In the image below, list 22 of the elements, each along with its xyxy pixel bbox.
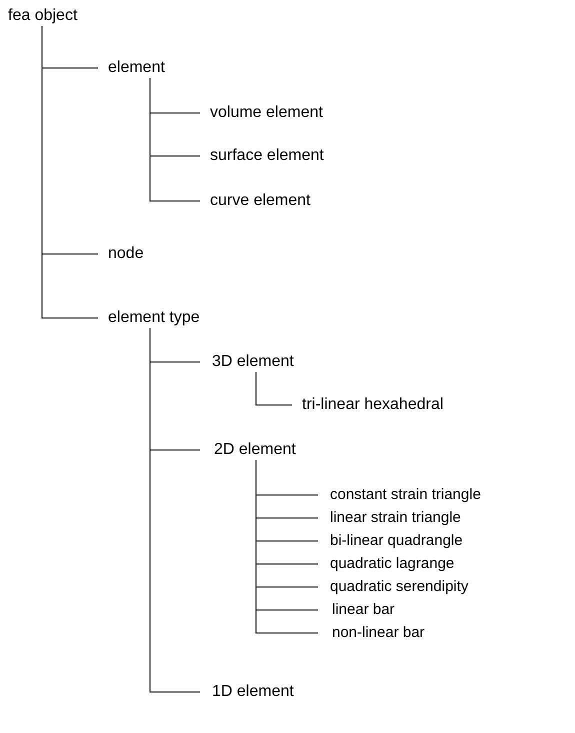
node-label: 3D element [212,352,294,372]
tree-connector [150,328,200,692]
node-label: 1D element [212,682,294,702]
tree-connector [150,78,200,202]
node-label: node [108,244,144,264]
node-label: quadratic serendipity [330,577,468,597]
tree-connector [256,372,292,406]
node-label: bi-linear quadrangle [330,531,463,551]
node-label: element [108,58,165,78]
node-label: tri-linear hexahedral [302,395,444,415]
node-label: non-linear bar [332,623,425,643]
tree-connector [42,26,98,318]
node-label: constant strain triangle [330,485,481,505]
node-label: linear strain triangle [330,508,461,528]
node-label: surface element [210,146,324,166]
node-label: fea object [8,6,78,26]
node-label: volume element [210,103,323,123]
node-label: curve element [210,191,310,211]
node-label: quadratic lagrange [330,554,454,574]
node-label: linear bar [332,600,395,620]
node-label: element type [108,308,200,328]
node-label: 2D element [214,440,296,460]
